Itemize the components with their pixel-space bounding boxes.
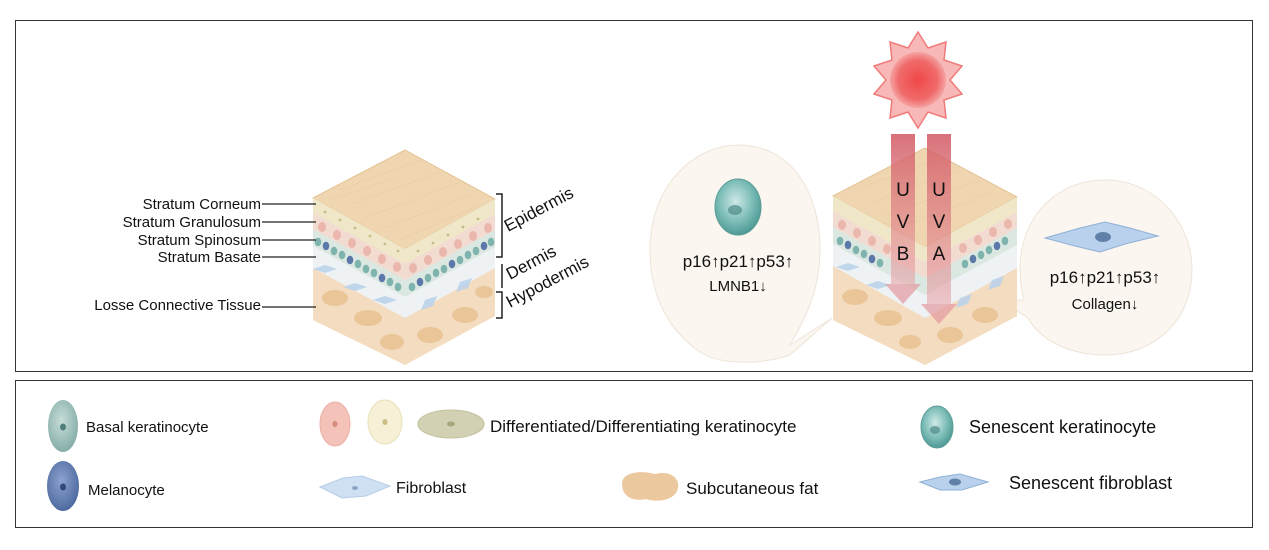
label-epidermis: Epidermis (501, 183, 577, 235)
label-stratum-spinosum: Stratum Spinosum (138, 232, 261, 249)
layer-leader-lines (262, 203, 316, 308)
legend-senescent-fibroblast-label: Senescent fibroblast (1009, 473, 1172, 493)
legend-panel (15, 380, 1253, 528)
fibroblast-markers-up: p16↑p21↑p53↑ (1050, 268, 1161, 287)
legend: Basal keratinocyte Melanocyte Differenti… (47, 399, 1172, 511)
fibroblast-marker-down: Collagen↓ (1072, 296, 1139, 313)
label-stratum-corneum: Stratum Corneum (143, 196, 261, 213)
uvb-letter-u: U (896, 180, 910, 201)
legend-melanocyte-label: Melanocyte (88, 482, 165, 499)
label-stratum-basate: Stratum Basate (158, 249, 261, 266)
legend-subcutaneous-fat-label: Subcutaneous fat (686, 479, 819, 498)
keratinocyte-marker-down: LMNB1↓ (709, 278, 767, 295)
sun-icon (872, 30, 964, 130)
legend-senescent-keratinocyte-label: Senescent keratinocyte (969, 417, 1156, 437)
legend-fibroblast-label: Fibroblast (396, 480, 467, 497)
layer-brackets (496, 193, 503, 319)
keratinocyte-markers-up: p16↑p21↑p53↑ (683, 252, 794, 271)
normal-skin-block (311, 149, 497, 365)
legend-subcutaneous-fat-icon (622, 472, 679, 501)
legend-differentiated-label: Differentiated/Differentiating keratinoc… (490, 417, 797, 436)
uva-letter-u: U (932, 180, 946, 201)
uva-letter-v: V (933, 212, 946, 233)
uva-letter-a: A (933, 244, 946, 265)
senescent-keratinocyte-bubble: p16↑p21↑p53↑ LMNB1↓ (649, 144, 833, 363)
label-stratum-granulosum: Stratum Granulosum (123, 214, 261, 231)
uvb-letter-v: V (897, 212, 910, 233)
legend-basal-keratinocyte-label: Basal keratinocyte (86, 419, 209, 436)
uvb-letter-b: B (897, 244, 910, 265)
uva-beam (921, 134, 957, 324)
label-loose-connective-tissue: Losse Connective Tissue (94, 297, 261, 314)
uvb-beam (885, 134, 921, 304)
senescent-fibroblast-bubble: p16↑p21↑p53↑ Collagen↓ (998, 179, 1193, 356)
aged-skin-block (831, 147, 1019, 365)
